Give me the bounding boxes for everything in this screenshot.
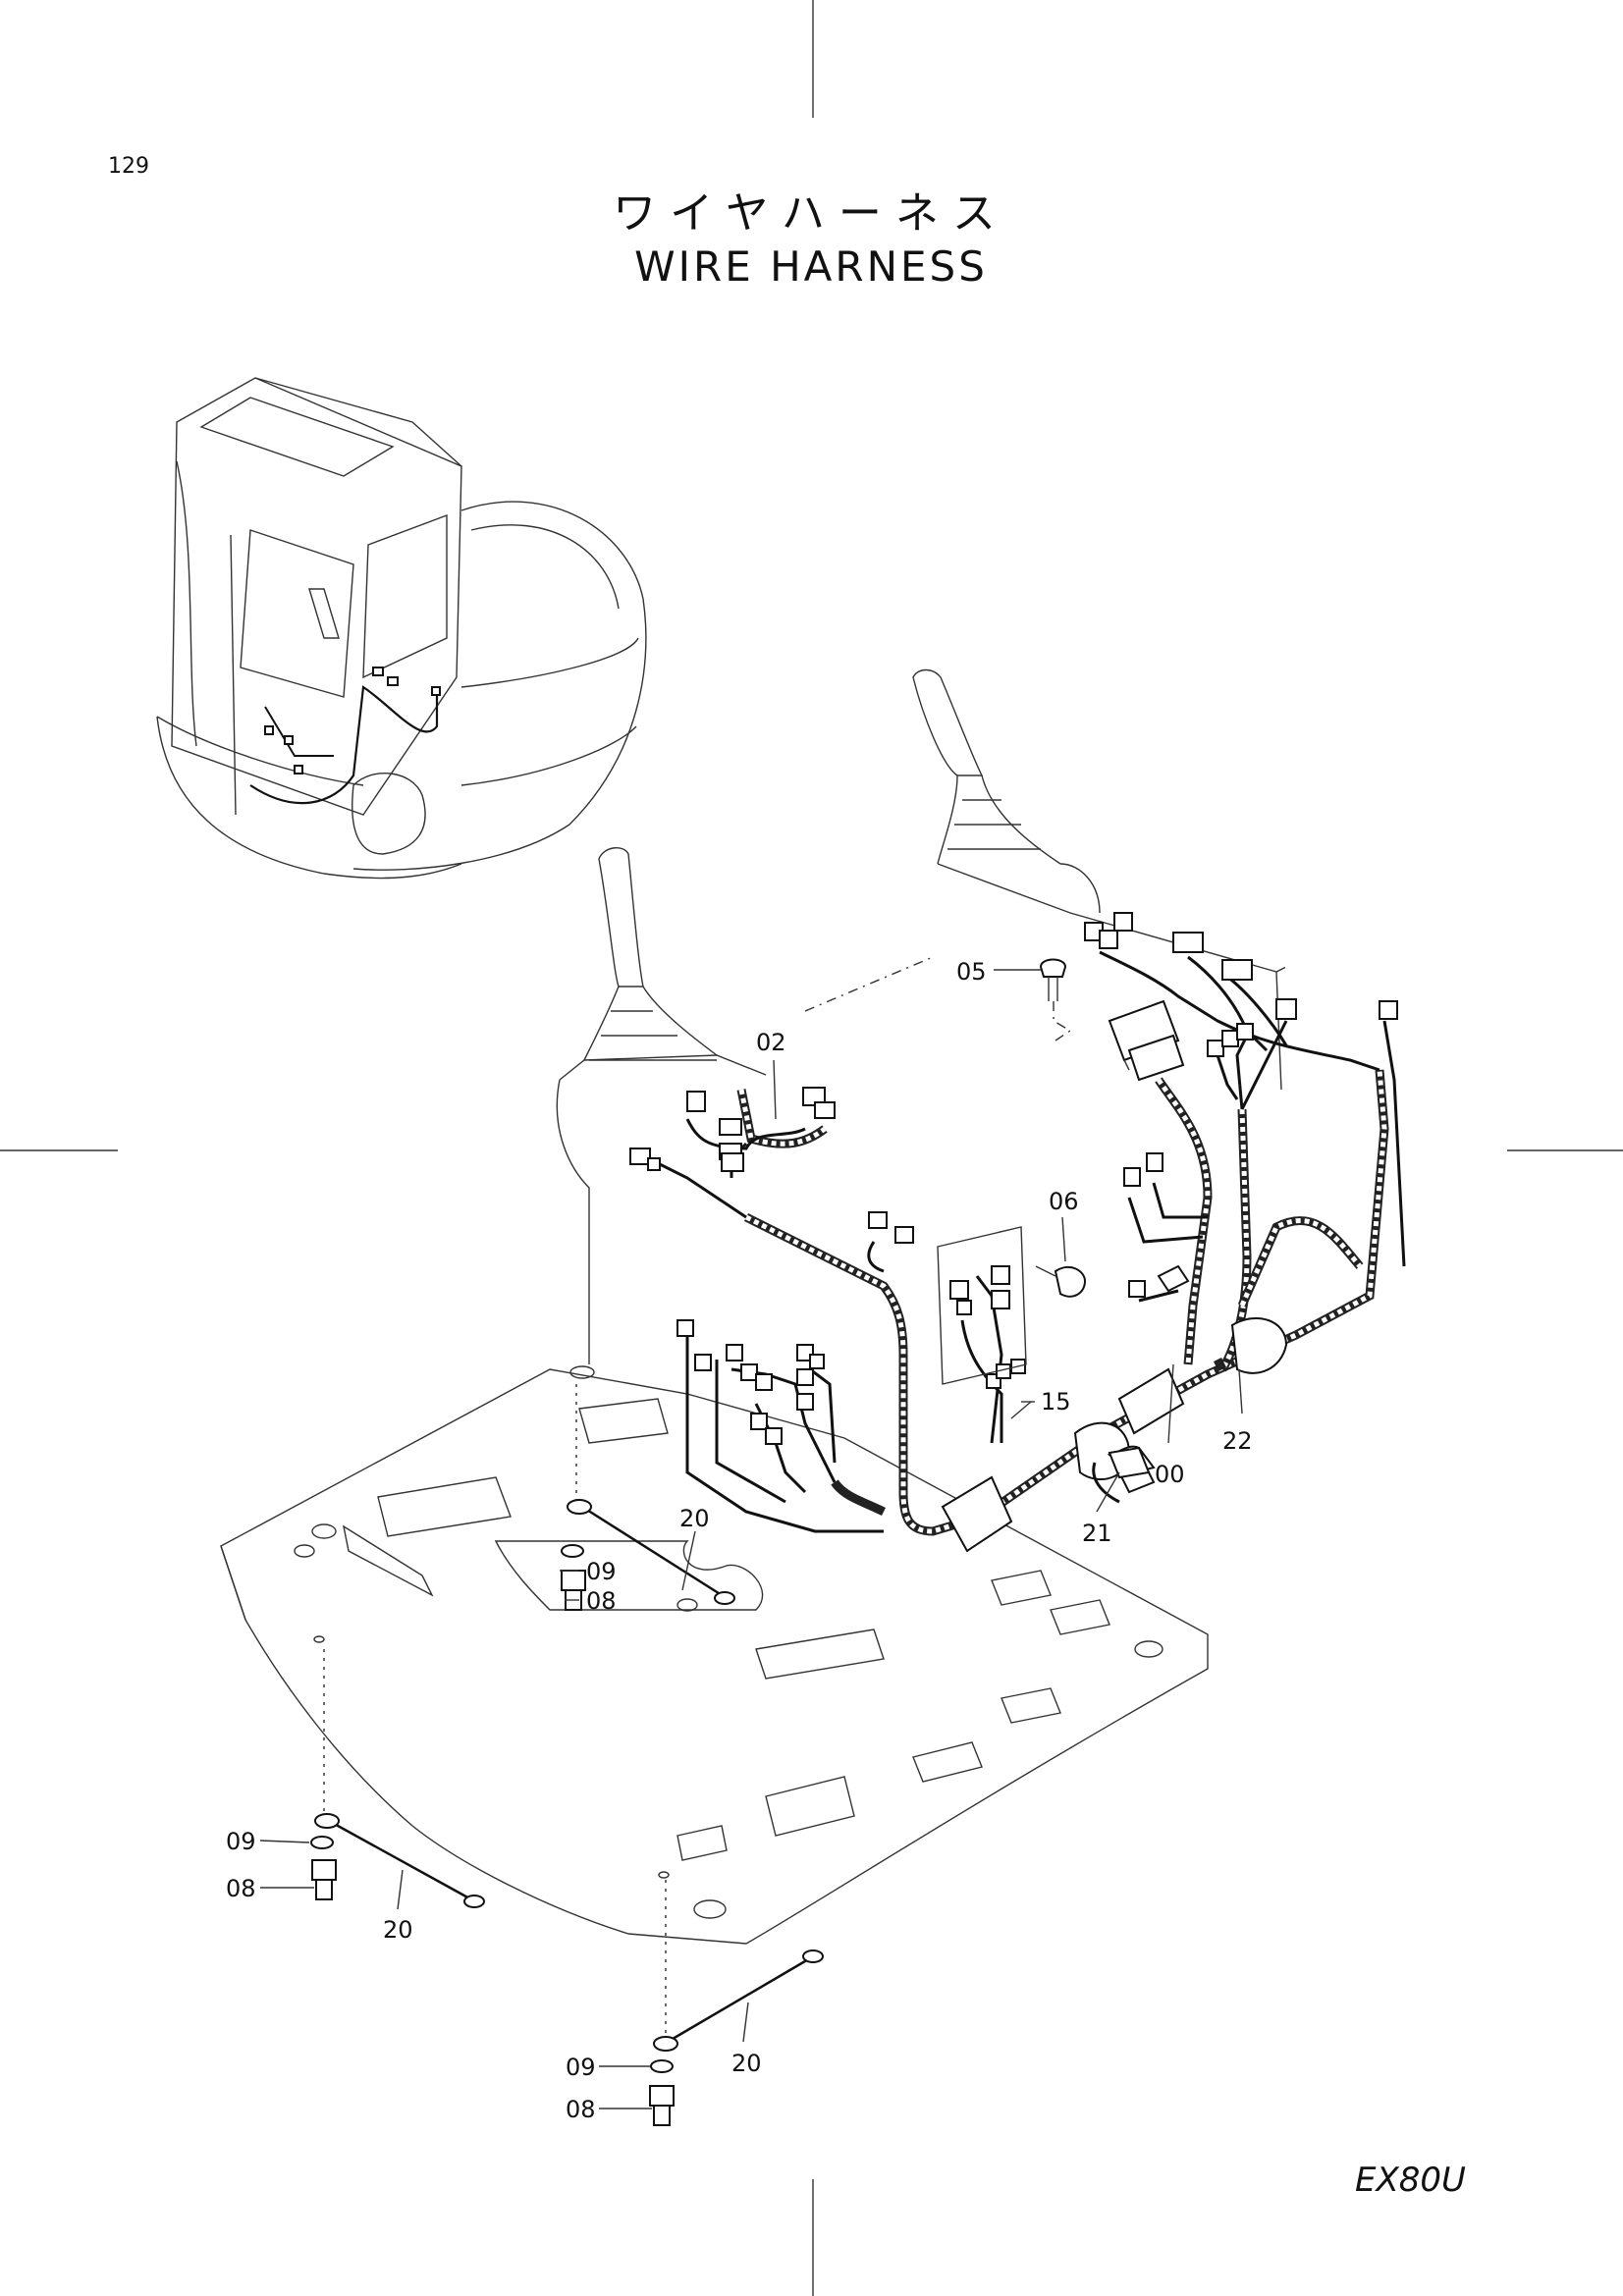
title-japanese: ワイヤハーネス [613, 188, 1009, 239]
floor-plate [220, 1365, 1209, 1945]
callout-15: 15 [1041, 1388, 1071, 1415]
connectors [629, 912, 1398, 1445]
bolt-05 [1039, 958, 1072, 1041]
callout-22: 22 [1222, 1427, 1253, 1455]
ground-cable-center [561, 1384, 735, 1611]
callout-08-bottom: 08 [566, 2096, 596, 2123]
callout-20-left: 20 [383, 1916, 413, 1944]
callout-labels: 05 02 06 15 00 22 21 20 09 08 09 08 20 0… [226, 958, 1253, 2123]
callout-20-bottom: 20 [731, 2050, 762, 2077]
model-name: EX80U [1355, 2161, 1466, 2200]
callout-08-left: 08 [226, 1875, 256, 1902]
console-frame [556, 668, 1287, 1364]
callout-02: 02 [756, 1029, 786, 1056]
wire-harness-00 [637, 950, 1406, 1553]
callout-06: 06 [1049, 1188, 1079, 1215]
callout-08-center: 08 [586, 1587, 617, 1615]
title-english: WIRE HARNESS [634, 242, 988, 291]
page-number: 129 [108, 154, 149, 179]
callout-09-left: 09 [226, 1828, 256, 1855]
callout-09-bottom: 09 [566, 2054, 596, 2081]
callout-05: 05 [956, 958, 987, 986]
ground-cable-bottom [649, 1880, 824, 2126]
callout-21: 21 [1082, 1520, 1112, 1547]
bracket-plate [937, 1226, 1087, 1385]
ground-cable-left [310, 1649, 485, 1908]
callout-20-center: 20 [679, 1505, 710, 1532]
leader-lines [259, 969, 1243, 2109]
callout-09-center: 09 [586, 1558, 617, 1585]
excavator-cab-inset [156, 377, 647, 880]
callout-00: 00 [1155, 1461, 1185, 1488]
